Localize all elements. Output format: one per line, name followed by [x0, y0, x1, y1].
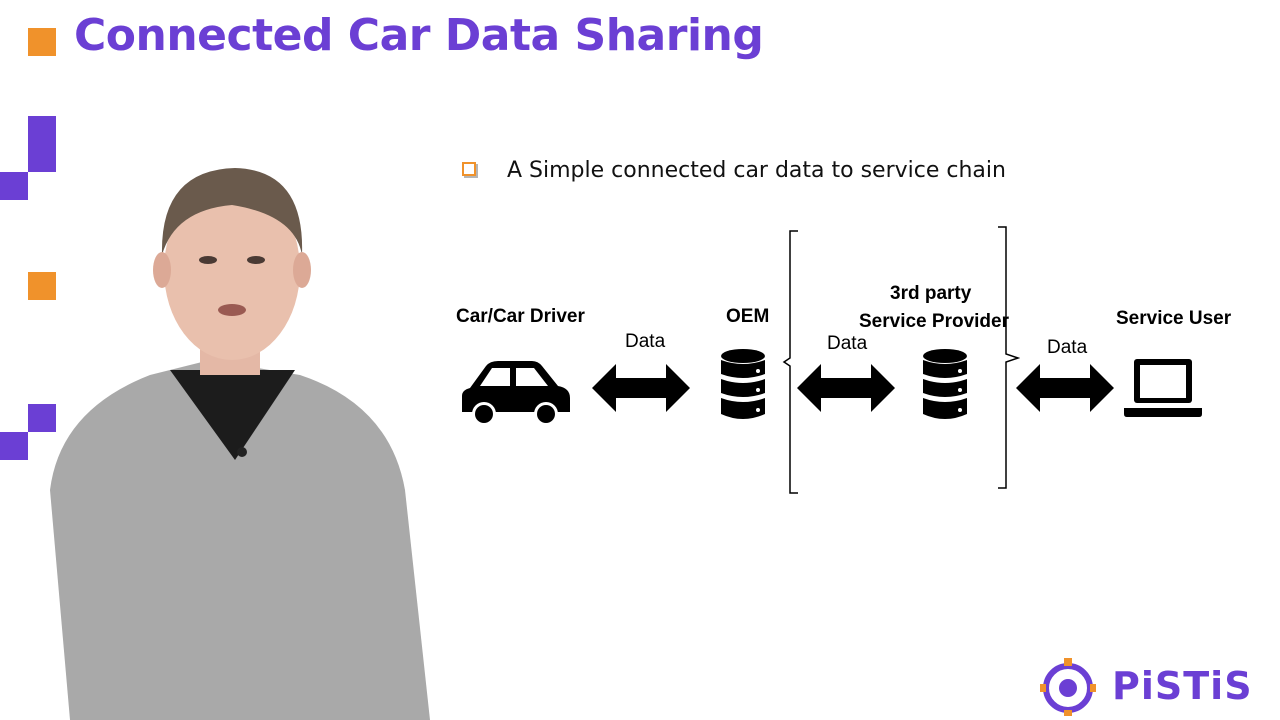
pistis-logo-icon — [1040, 658, 1096, 716]
provider-database-icon — [923, 349, 967, 419]
car-icon — [462, 361, 570, 426]
arrow2-label: Data — [827, 333, 868, 354]
provider-label-line1: 3rd party — [890, 283, 972, 304]
user-label: Service User — [1116, 308, 1232, 329]
deco-square-purple-4 — [0, 432, 28, 460]
deco-square-orange-mid — [28, 272, 56, 300]
slide-title: Connected Car Data Sharing — [74, 10, 764, 61]
oem-label: OEM — [726, 306, 770, 327]
laptop-icon — [1124, 359, 1202, 417]
provider-bracket-left — [782, 230, 798, 494]
presenter-video — [50, 168, 430, 720]
double-arrow-icon-1 — [592, 364, 690, 412]
bullet-checkbox-icon — [462, 162, 476, 176]
arrow3-label: Data — [1047, 337, 1088, 358]
deco-square-orange-top — [28, 28, 56, 56]
deco-square-purple-2 — [0, 172, 28, 200]
oem-database-icon — [721, 349, 765, 419]
bullet-text: A Simple connected car data to service c… — [507, 158, 1006, 183]
deco-square-purple-3 — [28, 404, 56, 432]
deco-square-purple-1 — [28, 116, 56, 172]
double-arrow-icon-2 — [797, 364, 895, 412]
provider-label-line2: Service Provider — [859, 311, 1009, 332]
double-arrow-icon-3 — [1016, 364, 1114, 412]
pistis-logo-text: PiSTiS — [1112, 664, 1253, 708]
arrow1-label: Data — [625, 331, 666, 352]
provider-bracket-right — [998, 226, 1020, 489]
car-label: Car/Car Driver — [456, 306, 585, 327]
